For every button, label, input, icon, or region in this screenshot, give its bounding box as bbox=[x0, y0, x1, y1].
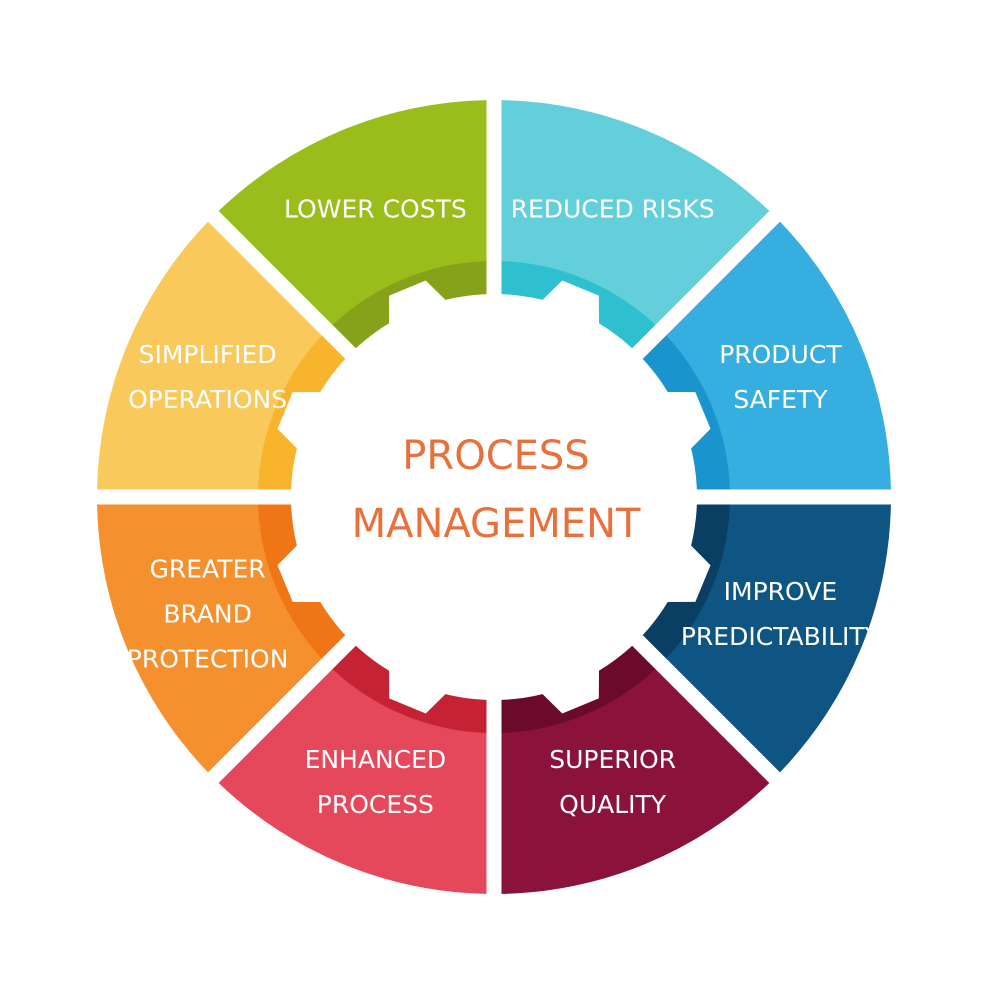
hub-tooth bbox=[277, 543, 323, 603]
segment-label-line: SUPERIOR bbox=[549, 745, 676, 774]
segment-label-line: PREDICTABILITY bbox=[681, 622, 881, 651]
segment-label-line: QUALITY bbox=[559, 790, 667, 819]
hub-tooth bbox=[665, 391, 711, 451]
segment-label-product-safety: PRODUCT SAFETY bbox=[719, 340, 842, 414]
segment-label-line: PROCESS bbox=[317, 790, 434, 819]
hub-tooth bbox=[540, 280, 600, 326]
segment-label-line: SAFETY bbox=[733, 385, 828, 414]
segment-label-line: PRODUCT bbox=[719, 340, 842, 369]
segment-improve-predictability-outer bbox=[665, 504, 891, 773]
hub-tooth bbox=[388, 280, 448, 326]
segment-label-line: SIMPLIFIED bbox=[139, 340, 277, 369]
segment-label-improve-predictability: IMPROVE PREDICTABILITY bbox=[681, 577, 881, 651]
segment-simplified-operations-outer bbox=[97, 221, 323, 490]
segment-label-reduced-risks: REDUCED RISKS bbox=[511, 195, 715, 224]
hub-circle bbox=[291, 294, 697, 700]
segment-label-line: REDUCED RISKS bbox=[511, 195, 715, 224]
segment-label-lower-costs: LOWER COSTS bbox=[284, 195, 467, 224]
segment-lower-costs-outer bbox=[218, 100, 487, 326]
segment-label-line: ENHANCED bbox=[305, 745, 447, 774]
hub-tooth bbox=[665, 543, 711, 603]
segment-superior-quality-outer bbox=[501, 668, 770, 894]
hub-tooth bbox=[277, 391, 323, 451]
segment-greater-brand-protection-outer bbox=[97, 504, 323, 773]
segment-label-enhanced-process: ENHANCED PROCESS bbox=[305, 745, 447, 819]
segment-label-line: OPERATIONS bbox=[128, 385, 287, 414]
segment-product-safety-outer bbox=[665, 221, 891, 490]
segment-reduced-risks-outer bbox=[501, 100, 770, 326]
segment-enhanced-process-outer bbox=[218, 668, 487, 894]
hub-tooth bbox=[540, 668, 600, 714]
segment-label-simplified-operations: SIMPLIFIED OPERATIONS bbox=[128, 340, 287, 414]
center-title-line-1: PROCESS bbox=[402, 433, 589, 479]
segment-labels: REDUCED RISKS PRODUCT SAFETY IMPROVE PREDICT… bbox=[127, 195, 881, 819]
center-title-line-2: MANAGEMENT bbox=[352, 501, 641, 547]
hub-tooth bbox=[388, 668, 448, 714]
segments-layer bbox=[97, 100, 891, 894]
segment-label-superior-quality: SUPERIOR QUALITY bbox=[549, 745, 676, 819]
hub bbox=[277, 280, 711, 714]
segment-label-line: GREATER bbox=[150, 555, 266, 584]
segment-label-greater-brand-protection: GREATER BRAND PROTECTION bbox=[127, 555, 289, 674]
segment-label-line: PROTECTION bbox=[127, 645, 289, 674]
segment-label-line: IMPROVE bbox=[724, 577, 838, 606]
segment-label-line: BRAND bbox=[163, 600, 252, 629]
segment-label-line: LOWER COSTS bbox=[284, 195, 467, 224]
